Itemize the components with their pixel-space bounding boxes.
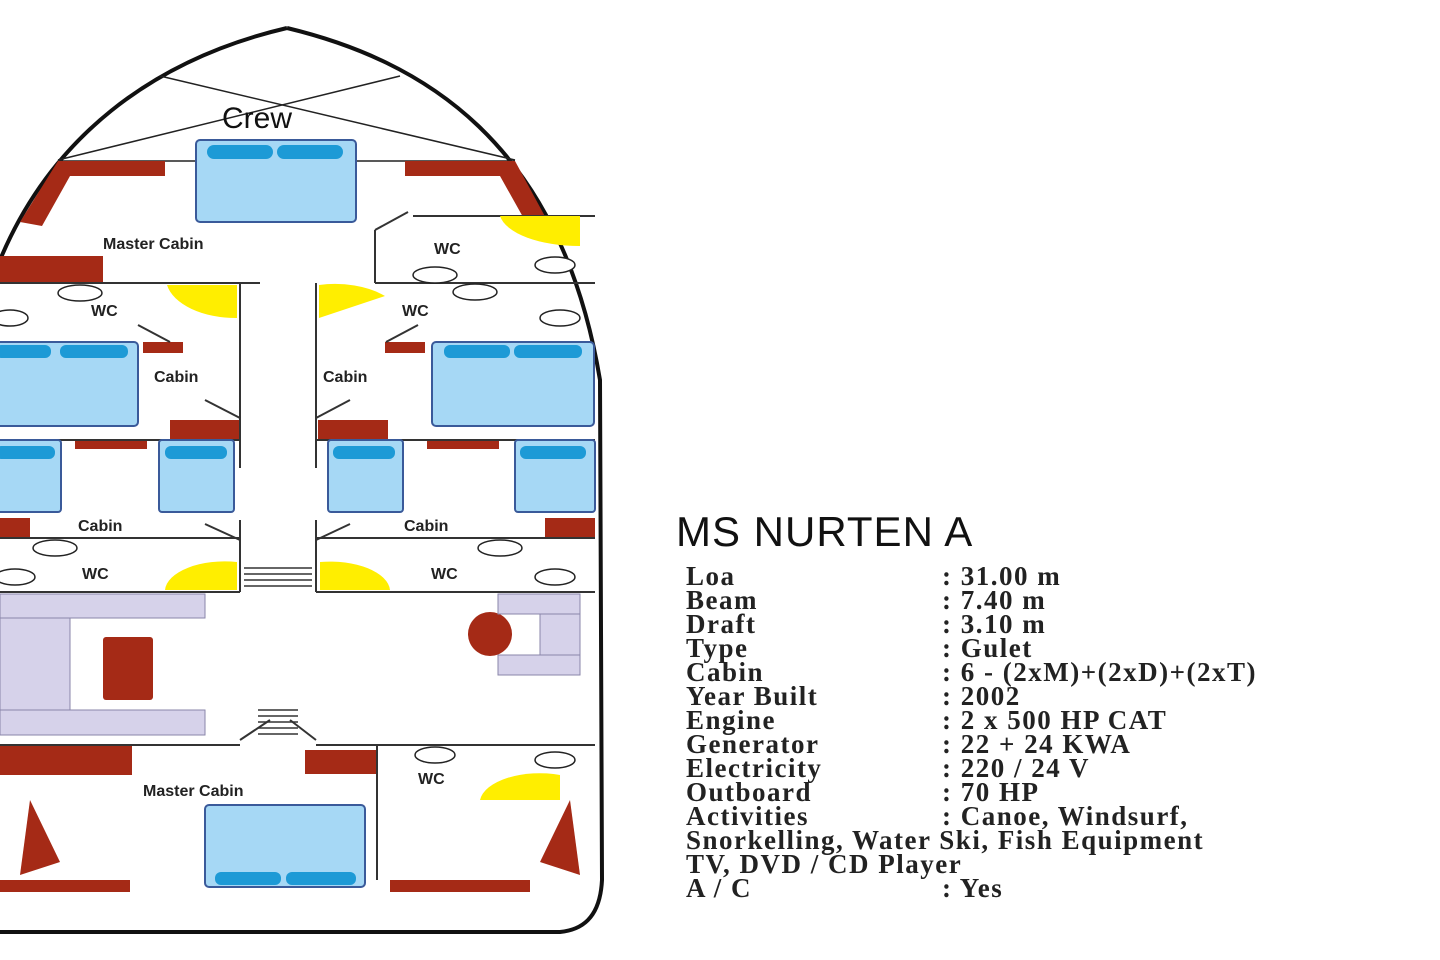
master-cabin-fore-label: Master Cabin (103, 236, 203, 253)
spec-key: Activities (686, 801, 809, 831)
spec-value: : 70 HP (942, 777, 1040, 807)
master-cabin-aft-label: Master Cabin (143, 783, 243, 800)
spec-row-ac: A / C : Yes (672, 873, 1257, 903)
spec-key: Engine (686, 705, 777, 735)
seating (0, 593, 581, 736)
spec-key: Type (686, 633, 749, 663)
fixtures (0, 256, 581, 769)
spec-value: : Canoe, Windsurf, (942, 801, 1189, 831)
spec-key: Electricity (686, 753, 823, 783)
spec-key: A / C (686, 873, 753, 903)
walls (0, 161, 595, 892)
cabin-label: Cabin (154, 369, 198, 386)
spec-row: Draft : 3.10 m (672, 609, 1257, 639)
spec-value: : 6 - (2xM)+(2xD)+(2xT) (942, 657, 1257, 687)
pillows (0, 145, 586, 885)
spec-row: Beam : 7.40 m (672, 585, 1257, 615)
wc-label: WC (82, 566, 109, 583)
deck-plan: Crew (0, 26, 605, 934)
cabin-label: Cabin (323, 369, 367, 386)
wc-label: WC (402, 303, 429, 320)
spec-key: Cabin (686, 657, 765, 687)
wc-label: WC (418, 771, 445, 788)
door-swings (165, 216, 580, 800)
spec-key: Outboard (686, 777, 813, 807)
spec-value: : 220 / 24 V (942, 753, 1091, 783)
spec-value: : 2002 (942, 681, 1021, 711)
stairs (244, 567, 312, 735)
spec-value: : 22 + 24 KWA (942, 729, 1132, 759)
spec-key: Generator (686, 729, 820, 759)
spec-row: Loa : 31.00 m (672, 561, 1257, 591)
spec-row: Generator : 22 + 24 KWA (672, 729, 1257, 759)
hull (0, 26, 605, 934)
activities-continued: Snorkelling, Water Ski, Fish Equipment (686, 825, 1205, 855)
spec-row: Engine : 2 x 500 HP CAT (672, 705, 1257, 735)
spec-row: Cabin : 6 - (2xM)+(2xD)+(2xT) (672, 657, 1257, 687)
wc-label: WC (431, 566, 458, 583)
spec-row: Year Built : 2002 (672, 681, 1257, 711)
spec-value: : 7.40 m (942, 585, 1047, 615)
spec-key: Draft (686, 609, 757, 639)
wc-label: WC (434, 241, 461, 258)
spec-row: Electricity : 220 / 24 V (672, 753, 1257, 783)
tv-line: TV, DVD / CD Player (686, 849, 963, 879)
spec-value: : Yes (942, 873, 1004, 903)
spec-row: Outboard : 70 HP (672, 777, 1257, 807)
cabin-label: Cabin (404, 518, 448, 535)
spec-key: Beam (686, 585, 758, 615)
spec-key: Loa (686, 561, 736, 591)
spec-row: Activities : Canoe, Windsurf, (672, 801, 1257, 831)
spec-value: : 3.10 m (942, 609, 1047, 639)
spec-value: : 2 x 500 HP CAT (942, 705, 1168, 735)
yacht-name: MS NURTEN A (676, 508, 974, 555)
spec-value: : 31.00 m (942, 561, 1062, 591)
spec-value: : Gulet (942, 633, 1033, 663)
crew-label: Crew (222, 102, 292, 135)
spec-key: Year Built (686, 681, 819, 711)
cabin-label: Cabin (78, 518, 122, 535)
spec-row: Type : Gulet (672, 633, 1257, 663)
wc-label: WC (91, 303, 118, 320)
